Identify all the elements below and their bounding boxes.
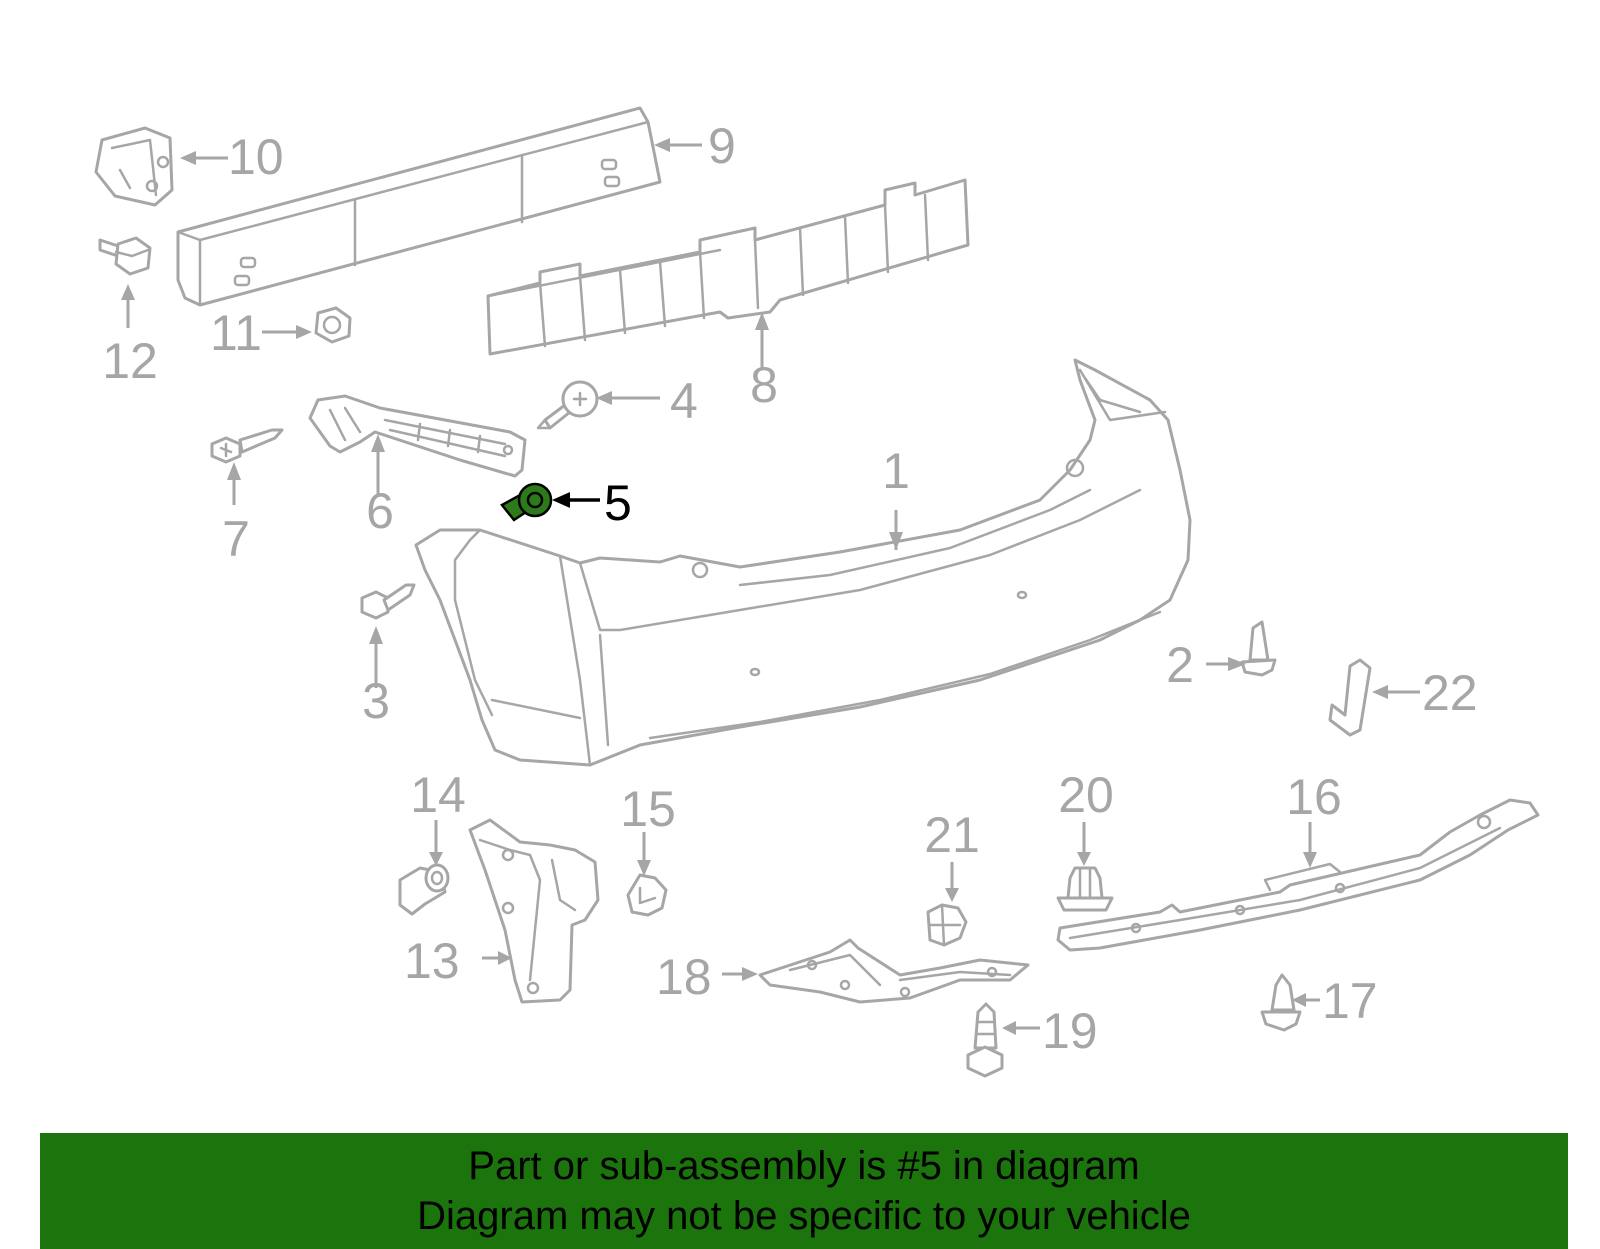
callout-8: 8 [750, 357, 778, 413]
callout-17: 17 [1322, 973, 1378, 1029]
callout-labels: 1 2 3 4 5 6 7 8 9 10 11 12 13 14 15 16 1… [102, 118, 1477, 1059]
callout-9: 9 [708, 118, 736, 174]
part-9-reinforcement-bar [176, 106, 662, 307]
callout-2: 2 [1166, 637, 1194, 693]
callout-11: 11 [210, 305, 262, 361]
info-banner: Part or sub-assembly is #5 in diagram Di… [40, 1133, 1568, 1249]
callout-16: 16 [1286, 769, 1342, 825]
callout-13: 13 [404, 933, 460, 989]
banner-line-1: Part or sub-assembly is #5 in diagram [468, 1144, 1140, 1188]
part-12-bolt [98, 236, 152, 276]
callout-15: 15 [620, 781, 676, 837]
part-2-clip [1240, 620, 1277, 677]
part-3-clip [360, 583, 416, 620]
callout-6: 6 [366, 483, 394, 539]
callout-10: 10 [228, 129, 284, 185]
part-10-bracket [94, 126, 174, 207]
callout-22: 22 [1422, 665, 1478, 721]
banner-line-2: Diagram may not be specific to your vehi… [417, 1194, 1191, 1238]
part-20-nut [1056, 866, 1114, 912]
part-19-push-clip [966, 1002, 1004, 1078]
part-6-side-bracket [308, 394, 527, 478]
callout-20: 20 [1058, 767, 1114, 823]
part-7-screw [210, 428, 284, 464]
part-21-clip [926, 903, 968, 947]
part-17-push-clip [1260, 973, 1302, 1032]
callout-5: 5 [604, 475, 632, 531]
part-13-side-bracket [468, 818, 600, 1004]
callout-1: 1 [882, 443, 910, 499]
callout-3: 3 [362, 673, 390, 729]
part-5-highlighted [500, 482, 553, 522]
callout-21: 21 [924, 807, 980, 863]
part-4-screw [536, 380, 599, 430]
callout-18: 18 [656, 949, 712, 1005]
callout-4: 4 [670, 373, 698, 429]
part-14-spacer [398, 863, 450, 916]
callout-12: 12 [102, 333, 158, 389]
callout-19: 19 [1042, 1003, 1098, 1059]
part-15-grommet [626, 873, 668, 917]
part-16-lower-reinforcement [1056, 798, 1540, 952]
part-1-bumper-cover [414, 358, 1192, 767]
leader-lines [121, 138, 1420, 1035]
part-8-absorber [486, 178, 970, 356]
part-11-nut [314, 306, 352, 344]
callout-14: 14 [410, 767, 466, 823]
part-18-lower-bracket [758, 938, 1030, 1004]
leader-5-highlighted [552, 492, 600, 508]
part-22-bracket [1328, 658, 1372, 737]
callout-7: 7 [222, 511, 250, 567]
